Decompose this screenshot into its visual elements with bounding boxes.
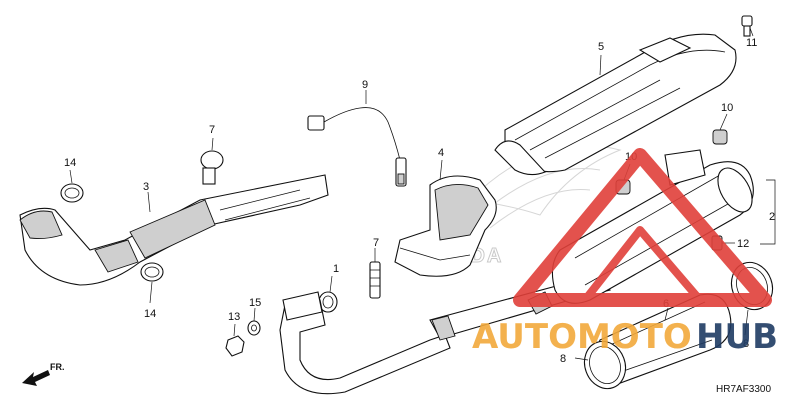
callout-14-upper: 14 bbox=[64, 157, 76, 169]
callout-13: 13 bbox=[228, 311, 240, 323]
watermark-triangle-icon bbox=[513, 148, 772, 307]
callout-11: 11 bbox=[746, 37, 757, 49]
part-14-clamp-upper[interactable] bbox=[60, 183, 84, 203]
callout-10-upper: 10 bbox=[721, 102, 733, 114]
part-1-gasket[interactable] bbox=[318, 291, 338, 313]
front-label: FR. bbox=[50, 362, 65, 372]
callout-7-upper: 7 bbox=[209, 124, 215, 136]
callout-3: 3 bbox=[143, 181, 149, 193]
callout-8-right: 8 bbox=[743, 338, 749, 350]
callout-1: 1 bbox=[333, 263, 339, 275]
part-14-clamp-lower[interactable] bbox=[140, 262, 164, 282]
part-11-bolt[interactable] bbox=[741, 15, 753, 37]
part-3-exhaust-pipe[interactable] bbox=[19, 174, 329, 286]
callout-7-lower: 7 bbox=[373, 237, 379, 249]
diagram-code: HR7AF3300 bbox=[716, 384, 771, 395]
watermark-word-hub: HUB bbox=[696, 317, 778, 357]
part-7-stud-bolt[interactable] bbox=[369, 261, 381, 299]
part-9-o2-sensor[interactable] bbox=[307, 107, 407, 187]
front-direction-indicator: FR. bbox=[22, 362, 65, 386]
part-4-cover[interactable] bbox=[394, 175, 497, 277]
part-8-clamp-left[interactable] bbox=[578, 336, 632, 395]
part-10-grommet-upper[interactable] bbox=[712, 129, 728, 145]
leader-lines bbox=[69, 27, 776, 361]
watermark-word-automoto: AUTOMOTO bbox=[472, 317, 692, 357]
callout-9: 9 bbox=[362, 79, 368, 91]
callout-8-left: 8 bbox=[560, 353, 566, 365]
part-2-muffler[interactable] bbox=[527, 149, 759, 315]
callout-14-lower: 14 bbox=[144, 308, 156, 320]
callout-5: 5 bbox=[598, 41, 604, 53]
callout-15: 15 bbox=[249, 297, 261, 309]
part-15-washer[interactable] bbox=[247, 320, 261, 336]
front-arrow-icon bbox=[22, 370, 50, 386]
part-13-nut[interactable] bbox=[225, 335, 245, 357]
callout-4: 4 bbox=[438, 147, 444, 159]
callout-2: 2 bbox=[769, 211, 775, 223]
part-7-band-clamp[interactable] bbox=[200, 150, 224, 185]
callout-12: 12 bbox=[737, 238, 749, 250]
automotohub-watermark: AUTOMOTO HUB bbox=[472, 148, 778, 357]
part-5-heat-shield[interactable] bbox=[494, 33, 737, 176]
